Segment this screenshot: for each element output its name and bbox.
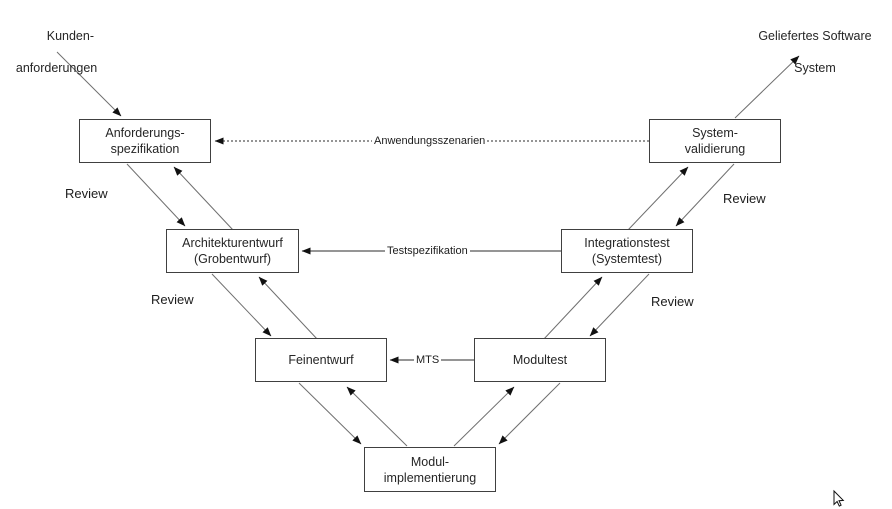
- edge-moduletest-to-integrationtest-arrow: [542, 276, 603, 341]
- node-label: System-: [692, 126, 738, 140]
- node-label: Feinentwurf: [288, 353, 354, 367]
- edge-architecture-to-requirements-review-arrow: [173, 166, 234, 231]
- edge-implementation-to-moduletest-arrow: [453, 386, 515, 447]
- customer-requirements-line2: anforderungen: [15, 61, 98, 75]
- delivered-system-label: Geliefertes Software System: [744, 12, 872, 92]
- edge-architecture-to-detaildesign-arrow: [211, 273, 272, 337]
- edge-requirements-to-architecture-arrow: [126, 163, 186, 227]
- node-architecture-design: Architekturentwurf (Grobentwurf): [166, 229, 299, 273]
- delivered-system-line2: System: [794, 61, 836, 75]
- review-label-right-top: Review: [723, 191, 766, 206]
- node-label: Anforderungs-: [105, 126, 185, 140]
- node-label: implementierung: [383, 470, 477, 485]
- node-label: (Grobentwurf): [193, 252, 272, 266]
- edge-customer-to-requirements-arrow: [56, 51, 122, 117]
- node-label: (Systemtest): [591, 252, 663, 266]
- edge-integrationtest-to-validation-arrow: [627, 166, 689, 231]
- mts-label: MTS: [414, 353, 442, 368]
- edge-detaildesign-to-implementation-arrow: [298, 382, 362, 445]
- node-label: spezifikation: [110, 142, 180, 156]
- node-detailed-design: Feinentwurf: [255, 338, 387, 382]
- node-label: Modul-: [410, 454, 450, 469]
- node-requirements-specification: Anforderungs- spezifikation: [79, 119, 211, 163]
- node-system-validation: System- validierung: [649, 119, 781, 163]
- edge-implementation-to-detaildesign-review-arrow: [346, 386, 408, 447]
- node-label: Integrationstest: [584, 236, 670, 250]
- customer-requirements-line1: Kunden-: [46, 29, 94, 43]
- node-integration-test: Integrationstest (Systemtest): [561, 229, 693, 273]
- test-specification-label: Testspezifikation: [385, 244, 470, 259]
- edge-moduletest-to-implementation-review-arrow: [498, 382, 561, 445]
- node-module-test: Modultest: [474, 338, 606, 382]
- node-module-implementation: Modul- implementierung: [364, 447, 496, 492]
- edge-integrationtest-to-moduletest-review-arrow: [589, 273, 650, 337]
- review-label-right-middle: Review: [651, 294, 694, 309]
- mouse-cursor: [833, 489, 845, 507]
- node-label: Modultest: [512, 353, 568, 367]
- customer-requirements-label: Kunden- anforderungen: [2, 12, 98, 92]
- application-scenarios-label: Anwendungsszenarien: [372, 134, 488, 149]
- edge-validation-to-delivered-arrow: [734, 55, 800, 119]
- review-label-left-top: Review: [65, 186, 108, 201]
- delivered-system-line1: Geliefertes Software: [758, 29, 872, 43]
- review-label-left-middle: Review: [151, 292, 194, 307]
- edge-validation-to-integrationtest-review-arrow: [675, 163, 735, 227]
- node-label: validierung: [684, 142, 746, 156]
- node-label: Architekturentwurf: [182, 236, 283, 250]
- edge-detaildesign-to-architecture-review-arrow: [258, 276, 319, 341]
